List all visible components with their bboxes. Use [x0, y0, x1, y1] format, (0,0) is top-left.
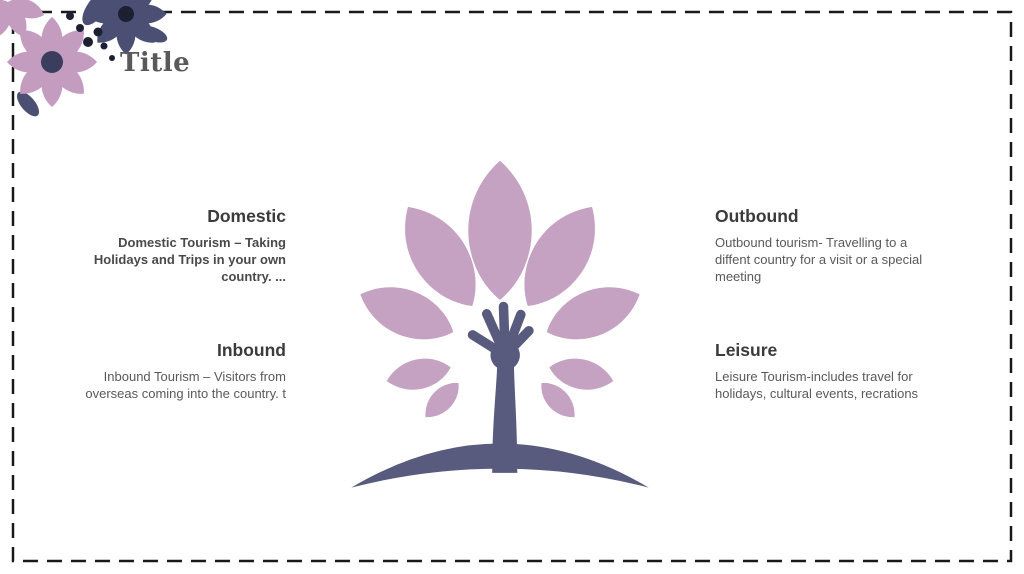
berries-icon	[66, 12, 115, 61]
mauve-flower-center	[41, 51, 63, 73]
leisure-body: Leisure Tourism-includes travel for holi…	[715, 369, 919, 402]
block-leisure: Leisure Leisure Tourism-includes travel …	[715, 340, 923, 402]
ground-mound-icon	[351, 443, 649, 488]
leisure-heading: Leisure	[715, 340, 778, 360]
inbound-body: Inbound Tourism – Visitors from overseas…	[85, 369, 286, 402]
dashed-border-rect	[11, 10, 1013, 563]
block-domestic: Domestic Domestic Tourism – Taking Holid…	[84, 206, 286, 285]
tree-hand-icon	[351, 160, 649, 488]
inbound-heading: Inbound	[216, 340, 286, 360]
outbound-body: Outbound tourism- Travelling to a diffen…	[715, 235, 923, 285]
outbound-heading: Outbound	[715, 206, 799, 226]
domestic-body: Domestic Tourism – Taking Holidays and T…	[93, 235, 286, 285]
domestic-heading: Domestic	[207, 206, 286, 226]
page-title: Title	[120, 48, 191, 78]
block-outbound: Outbound Outbound tourism- Travelling to…	[715, 206, 923, 285]
block-inbound: Inbound Inbound Tourism – Visitors from …	[84, 340, 286, 402]
floral-corner-decoration	[0, 0, 168, 117]
navy-flower-center	[118, 6, 134, 22]
